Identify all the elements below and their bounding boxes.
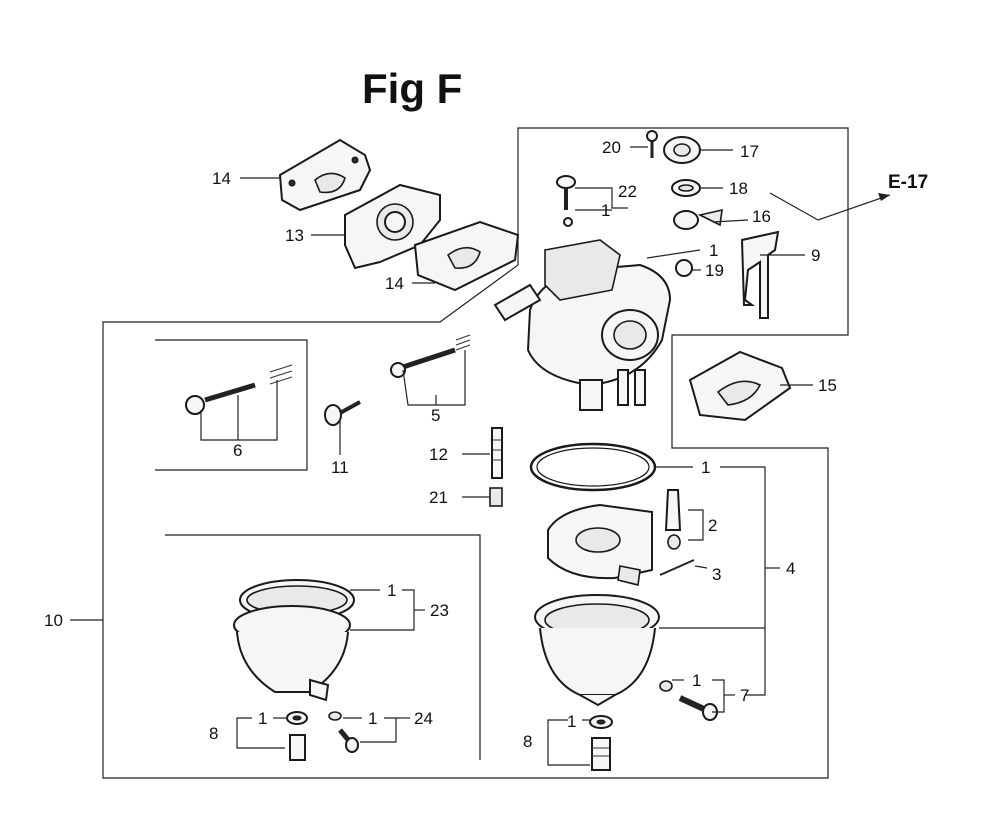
part-gasket-14-bottom [413,220,520,292]
callout-9: 9 [811,246,820,265]
part-washer-bottom-right [589,715,613,729]
part-float-bowl-left-23 [233,579,355,702]
callout-22: 22 [618,182,637,201]
part-seal-16 [673,208,723,230]
part-spring-19 [675,259,693,277]
part-needle-2 [664,489,682,550]
callout-3: 3 [712,565,721,584]
part-washer-24 [328,711,342,721]
callout-20: 20 [602,138,621,157]
part-choke-lever-9 [740,230,780,319]
part-bolt-8-left [289,734,306,761]
part-bolt-8-right [591,737,611,771]
callout-1-washer-8-right: 1 [567,712,576,731]
part-screw-20 [646,130,658,158]
part-jet-21 [489,487,503,507]
leader-lines [70,146,813,766]
part-screw-11 [324,400,361,426]
callout-2: 2 [708,516,717,535]
callout-8-right: 8 [523,732,532,751]
callout-1-seal-9: 1 [709,241,718,260]
callout-6: 6 [233,441,242,460]
callout-13: 13 [285,226,304,245]
callout-1-washer-8-left: 1 [258,709,267,728]
part-seal-18 [671,179,701,197]
cross-reference-arrow [769,192,891,221]
callout-1-bowl-23: 1 [387,581,396,600]
callout-15: 15 [818,376,837,395]
callout-1-washer-24: 1 [368,709,377,728]
callout-1-ring: 1 [701,458,710,477]
part-gasket-15 [688,350,792,422]
callout-18: 18 [729,179,748,198]
part-screw-set-6 [185,364,293,415]
part-carburetor-body [493,239,672,411]
part-insulator-gasket-14-top [278,138,372,212]
part-pin-3 [659,559,695,576]
part-insulator-13 [344,183,441,270]
callout-17: 17 [740,142,759,161]
group-boundary-lines [102,127,849,779]
part-float-bowl-right [534,594,660,707]
part-float-gasket-ring [529,442,657,492]
cross-reference-label: E-17 [888,172,928,193]
callout-8-left: 8 [209,724,218,743]
callout-1-washer-7: 1 [692,671,701,690]
part-drain-screw-7 [678,695,718,721]
part-float [547,503,653,586]
part-washer-left-1 [286,711,308,725]
part-screw-22 [556,175,576,227]
callout-14-top: 14 [212,169,231,188]
callout-24: 24 [414,709,433,728]
callout-4: 4 [786,559,795,578]
callout-7: 7 [740,686,749,705]
callout-23: 23 [430,601,449,620]
callout-5: 5 [431,406,440,425]
callout-12: 12 [429,445,448,464]
callout-21: 21 [429,488,448,507]
figure-title: Fig F [362,65,462,112]
callout-14-bottom: 14 [385,274,404,293]
callout-1-washer-22: 1 [601,201,610,220]
callout-19: 19 [705,261,724,280]
part-pilot-screw-5 [390,334,471,378]
callout-10: 10 [44,611,63,630]
callout-11: 11 [331,458,349,477]
part-main-jet-12 [491,427,503,479]
part-cap-17 [663,136,701,164]
callout-16: 16 [752,207,771,226]
part-washer-right-1 [659,680,673,692]
part-drain-screw-24 [338,728,359,753]
